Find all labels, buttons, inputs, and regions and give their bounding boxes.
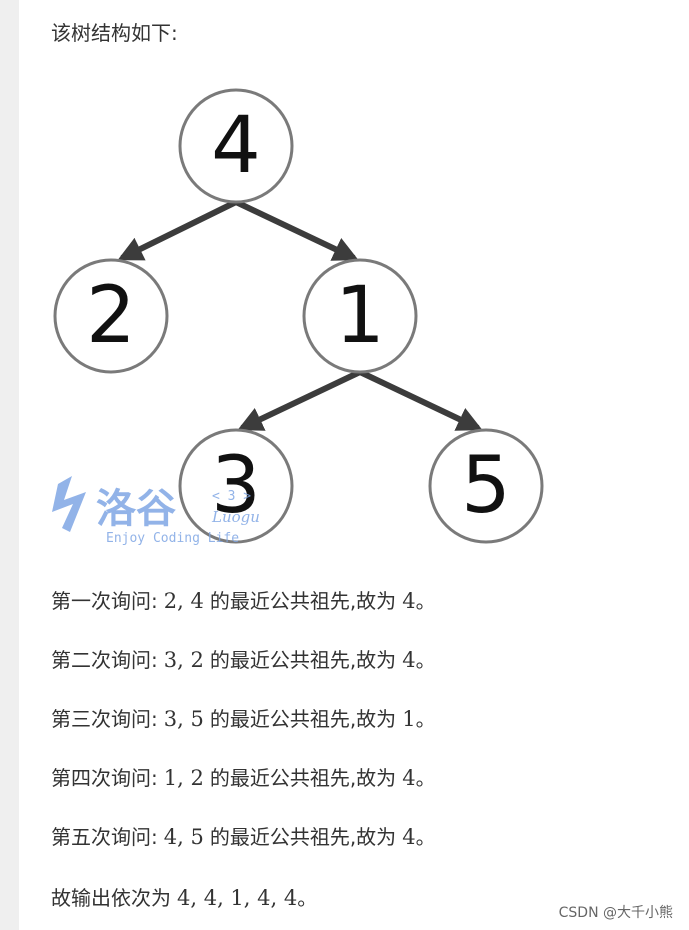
query-middle: 的最近公共祖先,故为 bbox=[209, 825, 397, 849]
left-gutter bbox=[0, 0, 19, 930]
edge-4-2 bbox=[117, 199, 238, 261]
summary-end: 。 bbox=[297, 886, 318, 910]
tree-node-label: 3 bbox=[211, 441, 261, 531]
query-answer: 4 bbox=[402, 766, 416, 790]
luogu-logo-icon bbox=[52, 476, 86, 532]
edge-1-3 bbox=[237, 369, 362, 431]
query-pair: 3, 5 bbox=[163, 707, 204, 731]
edge-1-5 bbox=[358, 369, 483, 431]
tree-node-1: 1 bbox=[302, 258, 418, 374]
query-middle: 的最近公共祖先,故为 bbox=[209, 707, 397, 731]
query-middle: 的最近公共祖先,故为 bbox=[209, 766, 397, 790]
query-answer: 4 bbox=[402, 648, 416, 672]
csdn-watermark: CSDN @大千小熊 bbox=[558, 905, 673, 921]
intro-text: 该树结构如下: bbox=[51, 21, 178, 45]
tree-diagram: 4 2 1 3 5 洛谷 < 3 > Luogu Enjoy Coding Li… bbox=[52, 88, 544, 546]
query-pair: 2, 4 bbox=[163, 589, 204, 613]
query-label: 第五次询问: bbox=[51, 825, 158, 849]
query-end: 。 bbox=[415, 707, 436, 731]
tree-node-5: 5 bbox=[428, 428, 544, 544]
summary-label: 故输出依次为 bbox=[51, 886, 171, 910]
query-pair: 3, 2 bbox=[163, 648, 204, 672]
summary-values: 4, 4, 1, 4, 4 bbox=[177, 886, 298, 910]
query-end: 。 bbox=[415, 589, 436, 613]
query-middle: 的最近公共祖先,故为 bbox=[209, 648, 397, 672]
tree-node-label: 2 bbox=[86, 271, 136, 361]
tree-node-label: 1 bbox=[335, 271, 385, 361]
watermark-italic-text: Luogu bbox=[211, 508, 260, 526]
watermark-tagline: Enjoy Coding Life bbox=[106, 531, 239, 546]
luogu-watermark: 洛谷 < 3 > Luogu Enjoy Coding Life bbox=[52, 476, 260, 546]
tree-node-3: 3 bbox=[178, 428, 294, 544]
tree-edges bbox=[117, 199, 483, 431]
tree-node-4: 4 bbox=[178, 88, 294, 204]
tree-node-label: 5 bbox=[461, 441, 511, 531]
watermark-small-text: < 3 > bbox=[212, 489, 251, 504]
query-end: 。 bbox=[415, 825, 436, 849]
query-label: 第二次询问: bbox=[51, 648, 158, 672]
query-label: 第四次询问: bbox=[51, 766, 158, 790]
watermark-logo-text: 洛谷 bbox=[96, 486, 176, 532]
tree-node-label: 4 bbox=[211, 101, 261, 191]
query-end: 。 bbox=[415, 766, 436, 790]
query-answer: 4 bbox=[402, 825, 416, 849]
query-label: 第三次询问: bbox=[51, 707, 158, 731]
tree-node-2: 2 bbox=[53, 258, 169, 374]
query-middle: 的最近公共祖先,故为 bbox=[209, 589, 397, 613]
query-label: 第一次询问: bbox=[51, 589, 158, 613]
query-end: 。 bbox=[415, 648, 436, 672]
query-answer: 1 bbox=[402, 707, 416, 731]
query-answer: 4 bbox=[402, 589, 416, 613]
query-pair: 4, 5 bbox=[163, 825, 204, 849]
query-pair: 1, 2 bbox=[163, 766, 204, 790]
edge-4-1 bbox=[234, 199, 359, 261]
